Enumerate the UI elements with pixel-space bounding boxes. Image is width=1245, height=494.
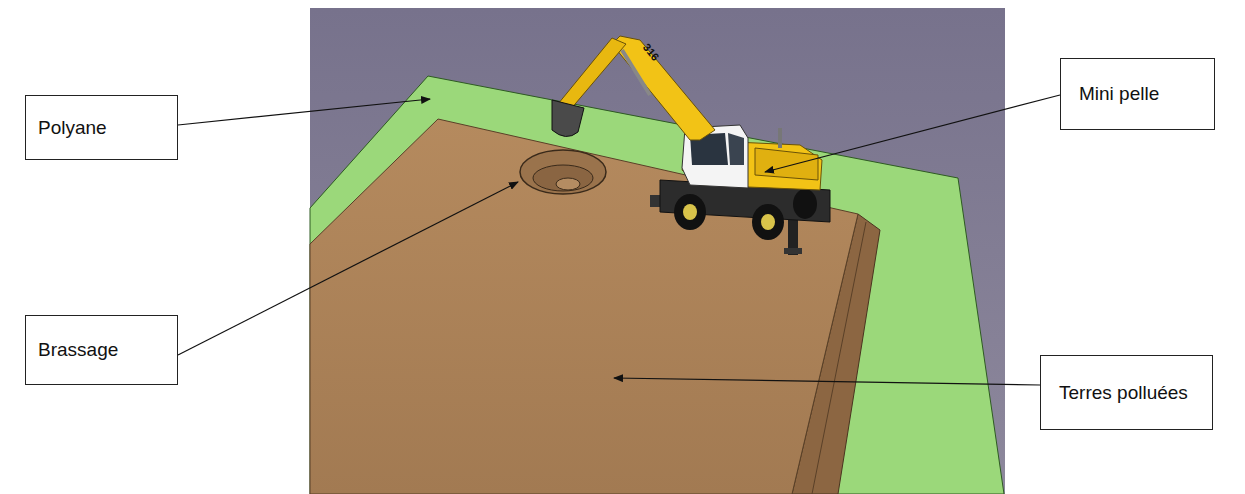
- callout-box: Terres polluées: [1040, 355, 1213, 430]
- callout-text: Mini pelle: [1079, 81, 1206, 107]
- excavator: [552, 36, 830, 255]
- leader-line: [765, 95, 1060, 172]
- background: [310, 8, 1005, 494]
- callout-text: Terres polluées: [1059, 380, 1204, 406]
- callout-text: Polyane: [38, 115, 169, 141]
- leader-line: [614, 378, 1040, 385]
- leader-line: [178, 99, 430, 125]
- polluted-soil: [310, 119, 858, 494]
- callout-text: Brassage: [38, 337, 169, 363]
- leader-line: [178, 182, 518, 355]
- callout-box: Mini pelle: [1060, 58, 1215, 130]
- polyane-sheet: [310, 76, 1004, 494]
- callout-box: Brassage: [25, 315, 178, 385]
- mixing-hole: [520, 150, 606, 194]
- callout-box: Polyane: [25, 95, 178, 160]
